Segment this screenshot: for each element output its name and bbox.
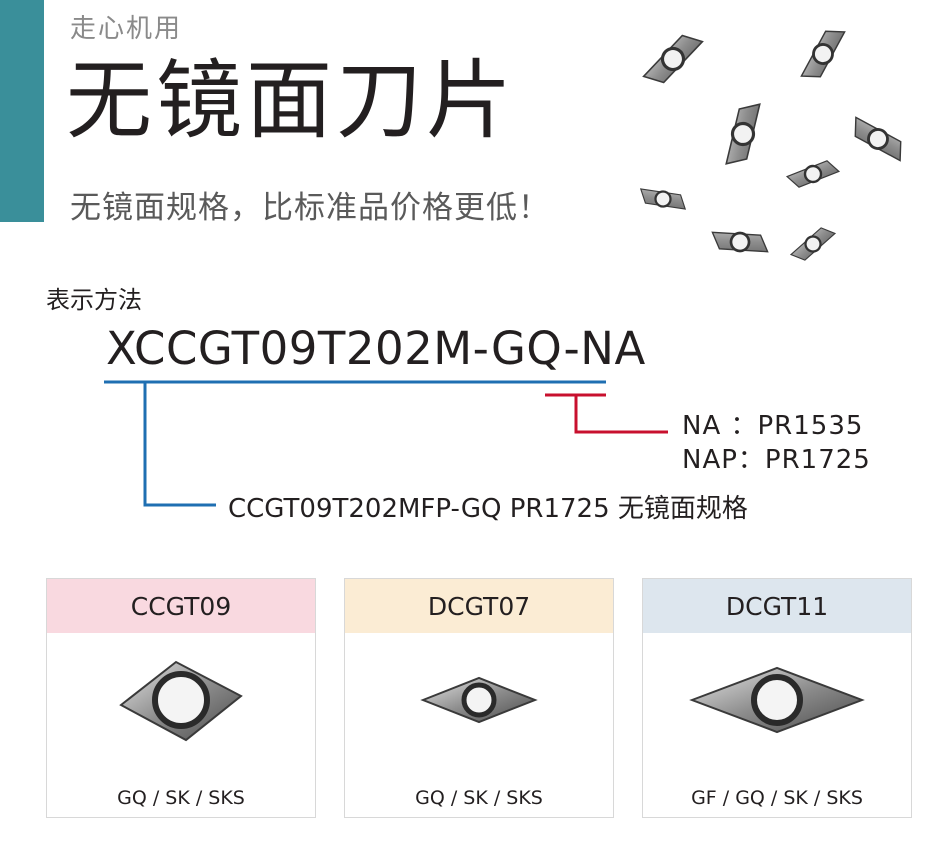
grade-line-na: NA ：PR1535 (682, 411, 864, 441)
description-leader (143, 382, 216, 507)
grade-leader (574, 395, 668, 434)
product-card-ccgt09: CCGT09 GQ / SK / SKS (46, 578, 316, 818)
card-variants: GF / GQ / SK / SKS (691, 787, 863, 809)
card-title: DCGT07 (345, 579, 613, 633)
accent-bar (0, 0, 44, 222)
page-title: 无镜面刀片 (66, 51, 516, 151)
card-variants: GQ / SK / SKS (117, 787, 245, 809)
card-variants: GQ / SK / SKS (415, 787, 543, 809)
product-card-dcgt11: DCGT11 GF / GQ / SK / SKS (642, 578, 912, 818)
category-label: 走心机用 (70, 14, 183, 44)
tagline: 无镜面规格，比标准品价格更低！ (70, 190, 550, 226)
product-card-dcgt07: DCGT07 GQ / SK / SKS (344, 578, 614, 818)
dcgt07-insert-icon (420, 676, 538, 724)
grade-line-nap: NAP：PR1725 (682, 445, 871, 475)
description-text: CCGT09T202MFP-GQ PR1725 无镜面规格 (228, 494, 748, 524)
card-title: CCGT09 (47, 579, 315, 633)
dcgt11-insert-icon (689, 666, 865, 734)
notation-label: 表示方法 (46, 286, 142, 314)
ccgt-insert-icon (119, 660, 243, 742)
product-code: XCCGT09T202M-GQ-NA (106, 322, 646, 375)
notation-diagram (104, 380, 668, 507)
card-title: DCGT11 (643, 579, 911, 633)
